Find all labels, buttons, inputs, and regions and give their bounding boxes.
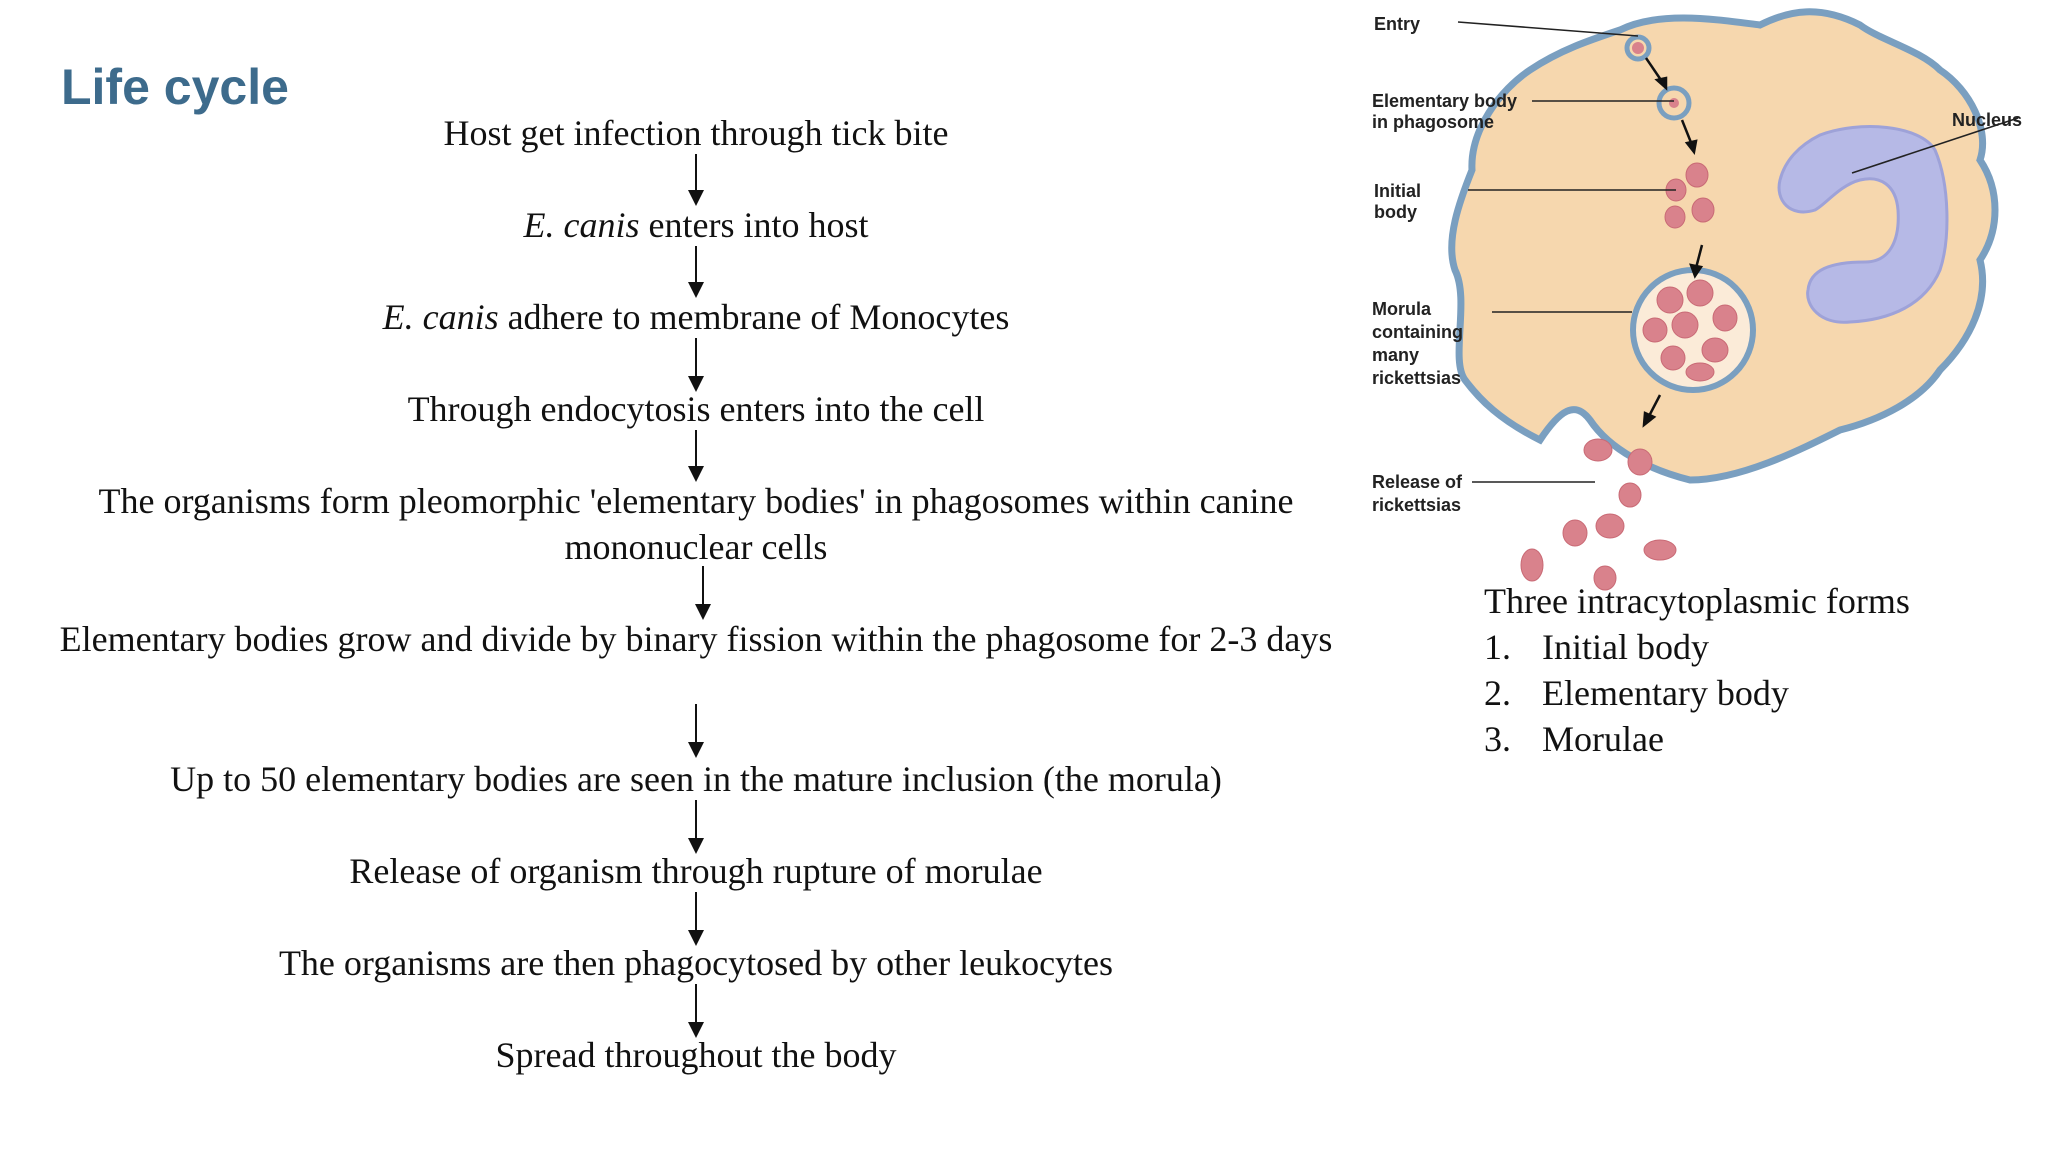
- cell-lifecycle-diagram: Entry Elementary body in phagosome Initi…: [1372, 8, 2022, 591]
- label-in-phagosome: in phagosome: [1372, 112, 1494, 132]
- down-arrow-icon: [695, 566, 711, 620]
- flow-step-5: The organisms form pleomorphic 'elementa…: [98, 481, 1294, 567]
- flow-step-1: Host get infection through tick bite: [443, 113, 949, 153]
- released-organisms: [1520, 438, 1677, 591]
- intracytoplasmic-forms-list: Three intracytoplasmic forms 1.Initial b…: [1484, 578, 1910, 762]
- flow-step-10: Spread throughout the body: [495, 1035, 897, 1075]
- label-initial: Initial: [1374, 181, 1421, 201]
- label-release-rickettsias: rickettsias: [1372, 495, 1461, 515]
- list-item: 2.Elementary body: [1484, 673, 1789, 713]
- down-arrow-icon: [688, 984, 704, 1038]
- nucleus-shape: [1777, 125, 1949, 324]
- flow-step-2: E. canis enters into host: [523, 205, 869, 245]
- down-arrow-icon: [688, 430, 704, 482]
- label-entry: Entry: [1374, 14, 1420, 34]
- morula-organisms: [1642, 279, 1738, 382]
- flow-step-6: Elementary bodies grow and divide by bin…: [59, 619, 1333, 659]
- label-containing: containing: [1372, 322, 1463, 342]
- down-arrow-icon: [688, 246, 704, 298]
- flow-step-4: Through endocytosis enters into the cell: [407, 389, 985, 429]
- down-arrow-icon: [688, 800, 704, 854]
- slide-title: Life cycle: [61, 59, 289, 115]
- down-arrow-icon: [688, 704, 704, 758]
- flow-step-7: Up to 50 elementary bodies are seen in t…: [170, 759, 1222, 799]
- label-nucleus: Nucleus: [1952, 110, 2022, 130]
- flow-step-8: Release of organism through rupture of m…: [349, 851, 1043, 891]
- down-arrow-icon: [688, 154, 704, 206]
- label-elementary-body: Elementary body: [1372, 91, 1517, 111]
- label-body: body: [1374, 202, 1417, 222]
- label-release-of: Release of: [1372, 472, 1463, 492]
- list-item: 1.Initial body: [1484, 627, 1709, 667]
- label-many: many: [1372, 345, 1419, 365]
- down-arrow-icon: [688, 892, 704, 946]
- flow-step-3: E. canis adhere to membrane of Monocytes: [382, 297, 1010, 337]
- list-item: 3.Morulae: [1484, 719, 1664, 759]
- down-arrow-icon: [688, 338, 704, 392]
- forms-heading: Three intracytoplasmic forms: [1484, 581, 1910, 621]
- flow-step-9: The organisms are then phagocytosed by o…: [278, 943, 1114, 983]
- label-rickettsias: rickettsias: [1372, 368, 1461, 388]
- label-morula: Morula: [1372, 299, 1432, 319]
